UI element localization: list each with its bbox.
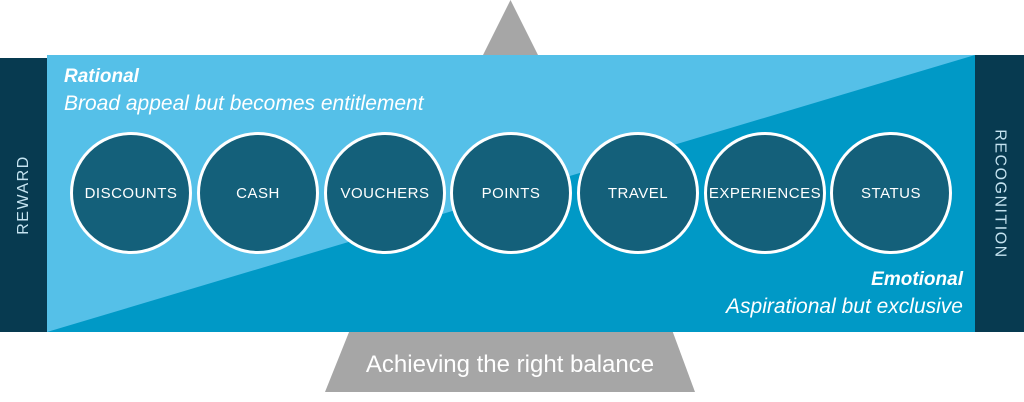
rational-annotation: Rational Broad appeal but becomes entitl…	[64, 64, 424, 118]
emotional-title: Emotional	[871, 269, 963, 290]
circle-label: DISCOUNTS	[84, 184, 178, 202]
emotional-annotation: Emotional Aspirational but exclusive	[726, 267, 963, 321]
reward-axis-bar: REWARD	[0, 58, 47, 332]
circle-label: STATUS	[861, 184, 921, 202]
circle-label: VOUCHERS	[340, 184, 430, 202]
circle-status: STATUS	[830, 132, 952, 254]
circle-label: TRAVEL	[607, 184, 669, 202]
balance-arrow-icon	[483, 0, 538, 55]
balance-banner: Achieving the right balance	[325, 332, 695, 392]
circle-experiences: EXPERIENCES	[704, 132, 826, 254]
reward-axis-label: REWARD	[14, 155, 32, 235]
balance-banner-label: Achieving the right balance	[365, 351, 655, 378]
rational-title: Rational	[64, 66, 139, 87]
circle-points: POINTS	[450, 132, 572, 254]
emotional-subtitle: Aspirational but exclusive	[726, 295, 963, 318]
recognition-axis-bar: RECOGNITION	[975, 55, 1024, 332]
circle-label: POINTS	[481, 184, 541, 202]
circle-label: CASH	[236, 184, 280, 202]
circle-travel: TRAVEL	[577, 132, 699, 254]
circle-discounts: DISCOUNTS	[70, 132, 192, 254]
circle-label: EXPERIENCES	[708, 184, 822, 202]
rational-subtitle: Broad appeal but becomes entitlement	[64, 92, 424, 115]
circle-vouchers: VOUCHERS	[324, 132, 446, 254]
circle-cash: CASH	[197, 132, 319, 254]
recognition-axis-label: RECOGNITION	[991, 128, 1009, 259]
